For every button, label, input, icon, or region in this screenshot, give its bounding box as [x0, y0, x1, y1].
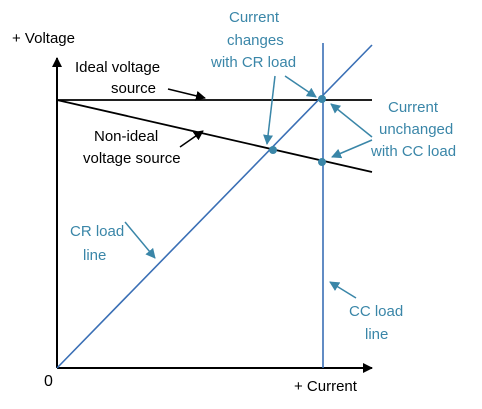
cr-changes-arrow-to-ideal [284, 75, 317, 98]
nonideal-source-label-line2: voltage source [83, 150, 181, 167]
cr-changes-arrow-to-nonideal [263, 75, 276, 145]
x-axis-label: + Current [294, 378, 358, 395]
cr-load-label-line2: line [83, 247, 106, 264]
cc-unchanged-arrow-to-ideal [330, 103, 373, 138]
nonideal-source-label-line1: Non-ideal [94, 128, 158, 145]
nonideal-source-pointer-arrow [179, 130, 204, 148]
cc-load-label-line1: CC load [349, 303, 403, 320]
cr-load-pointer-arrow [124, 221, 156, 259]
ideal-source-pointer-arrow [167, 88, 206, 101]
cr-load-label-line1: CR load [70, 223, 124, 240]
cc-unchanged-label-line3: with CC load [370, 143, 456, 160]
cr-changes-label-line2: changes [227, 32, 284, 49]
cr-changes-label-line3: with CR load [210, 54, 296, 71]
point-nonideal-cr [269, 146, 277, 154]
point-ideal-cr-cc [318, 95, 326, 103]
cc-unchanged-arrow-to-nonideal [331, 139, 373, 159]
point-nonideal-cc [318, 158, 326, 166]
cc-load-label-line2: line [365, 326, 388, 343]
cr-changes-label-line1: Current [229, 9, 280, 26]
cr-load-line [56, 44, 373, 369]
cc-unchanged-label-line1: Current [388, 99, 439, 116]
ideal-source-label-line1: Ideal voltage [75, 59, 160, 76]
y-axis-label: + Voltage [12, 30, 75, 47]
cc-load-pointer-arrow [329, 281, 357, 299]
origin-label: 0 [44, 373, 53, 390]
ideal-source-label-line2: source [111, 80, 156, 97]
cc-unchanged-label-line2: unchanged [379, 121, 453, 138]
